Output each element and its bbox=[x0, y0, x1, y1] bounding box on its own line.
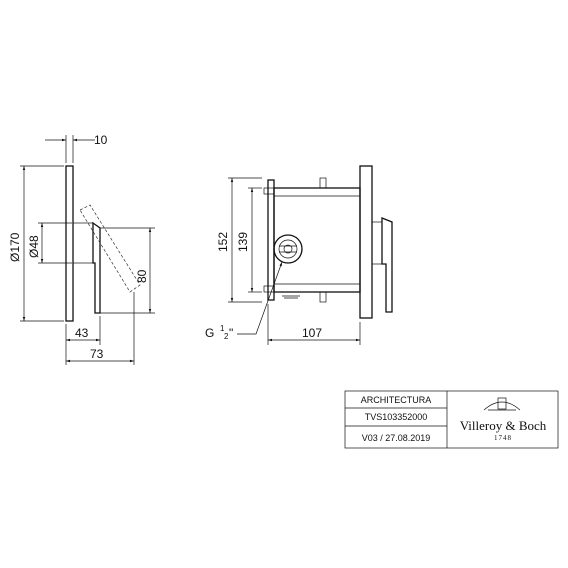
villeroy-boch-logo: Villeroy & Boch 1748 bbox=[460, 397, 547, 442]
title-block: ARCHITECTURA TVS103352000 V03 / 27.08.20… bbox=[344, 390, 559, 449]
dim-152: 152 bbox=[216, 232, 230, 252]
dim-107: 107 bbox=[302, 326, 322, 340]
thread-leader bbox=[237, 261, 283, 335]
thread-label-inch: " bbox=[229, 326, 233, 340]
dim-170: Ø170 bbox=[8, 232, 22, 262]
lever-front bbox=[381, 217, 393, 313]
rear-flange bbox=[267, 179, 275, 301]
thread-label-num: 1 bbox=[220, 324, 225, 333]
mixer-body-front bbox=[371, 221, 383, 265]
dim-43: 43 bbox=[75, 326, 89, 340]
front-view: 152 139 107 G 1 2 " bbox=[205, 165, 393, 345]
thread-label-den: 2 bbox=[224, 332, 229, 341]
dim-73: 73 bbox=[90, 347, 104, 361]
dim-139: 139 bbox=[236, 232, 250, 252]
mixer-body-side bbox=[72, 222, 94, 264]
dim-48: Ø48 bbox=[27, 235, 41, 258]
revision: V03 / 27.08.2019 bbox=[362, 433, 431, 443]
brand-name: Villeroy & Boch bbox=[460, 418, 547, 433]
dim-10: 10 bbox=[94, 133, 108, 147]
front-plate bbox=[359, 165, 373, 319]
brand-year: 1748 bbox=[494, 434, 512, 442]
dim-80: 80 bbox=[135, 269, 149, 283]
article-number: TVS103352000 bbox=[365, 412, 428, 422]
thread-label-g: G bbox=[205, 326, 214, 340]
product-name: ARCHITECTURA bbox=[361, 395, 432, 405]
side-view: 10 Ø170 Ø48 80 43 73 bbox=[8, 133, 155, 365]
cover-plate-side bbox=[65, 165, 74, 322]
lever-swing-dashed bbox=[79, 204, 141, 293]
connection-g12-outer bbox=[273, 234, 303, 264]
